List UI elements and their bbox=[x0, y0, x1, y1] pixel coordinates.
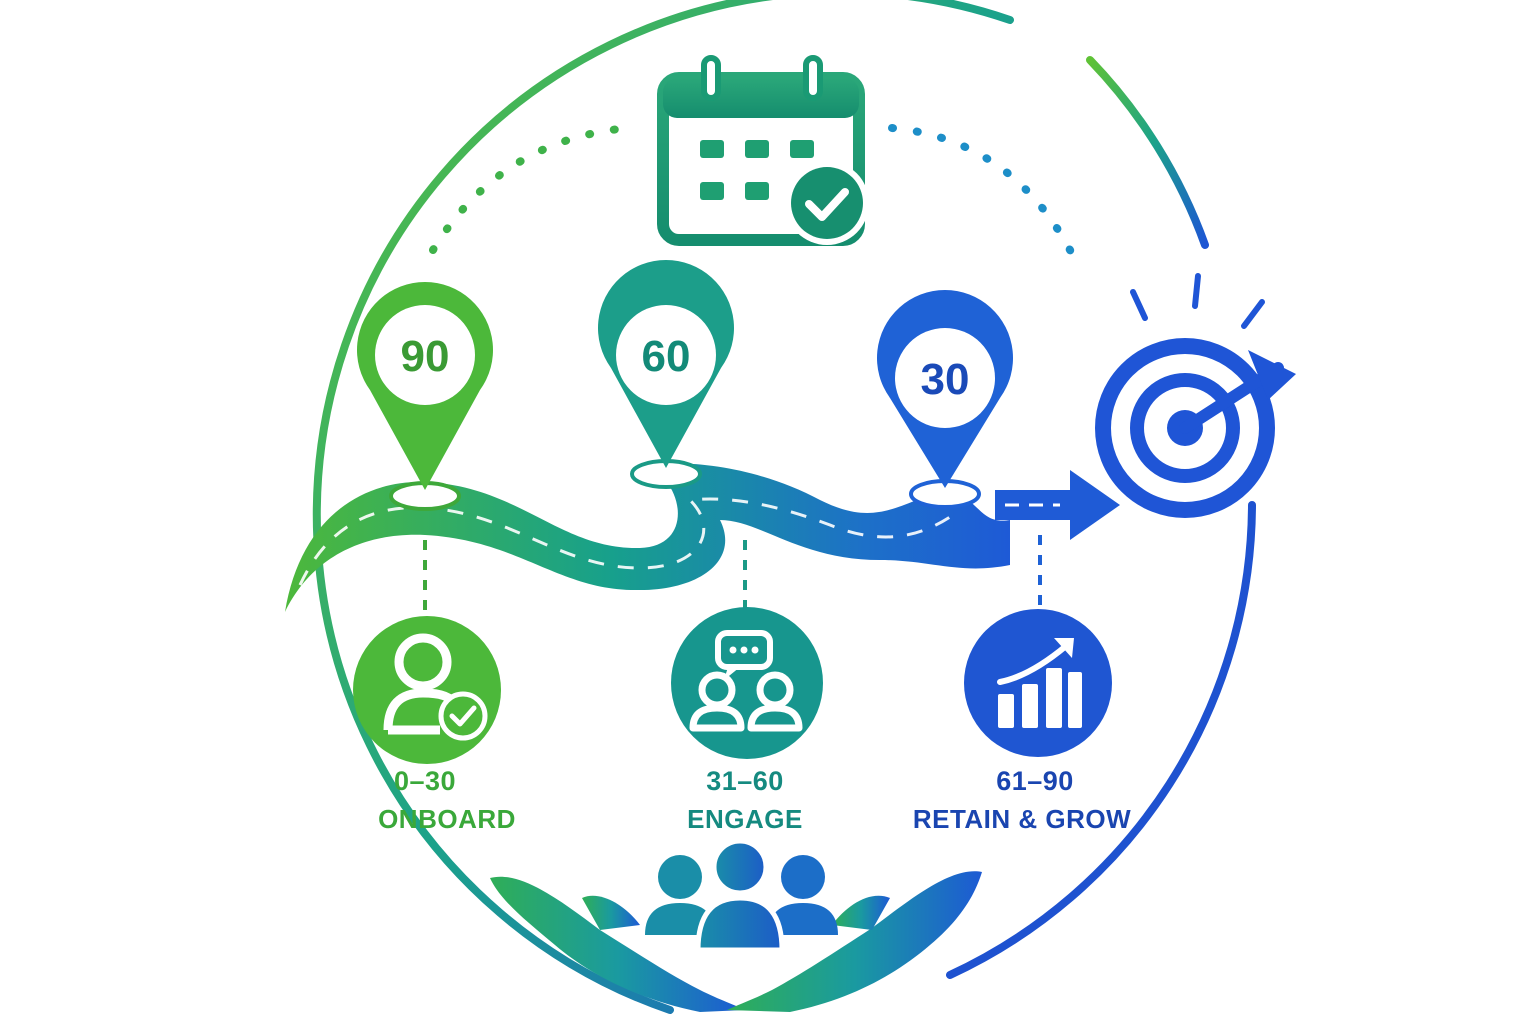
pin-label-90: 90 bbox=[401, 332, 450, 381]
stage-range-retain: 61–90 bbox=[996, 766, 1074, 796]
outer-ring-right bbox=[1086, 56, 1209, 249]
outer-ring bbox=[312, 0, 1014, 1014]
stage-range-onboard: 0–30 bbox=[394, 766, 456, 796]
outer-ring-lower-right bbox=[946, 501, 1256, 979]
stage-name-onboard: ONBOARD bbox=[378, 804, 516, 834]
user-check-icon bbox=[353, 616, 501, 764]
map-pin-90: 90 bbox=[357, 282, 493, 511]
people-chat-icon bbox=[671, 607, 823, 759]
dotted-arc-right bbox=[888, 124, 1084, 274]
map-pin-60: 60 bbox=[598, 260, 734, 489]
growth-chart-icon bbox=[964, 609, 1112, 757]
winding-road bbox=[285, 463, 1010, 612]
stage-range-engage: 31–60 bbox=[706, 766, 784, 796]
stage-name-engage: ENGAGE bbox=[687, 804, 803, 834]
arrow-to-target bbox=[995, 470, 1120, 540]
pin-label-30: 30 bbox=[921, 355, 970, 404]
target-arrow-icon bbox=[1095, 273, 1296, 518]
calendar-check-icon bbox=[657, 55, 869, 246]
pin-label-60: 60 bbox=[642, 332, 691, 381]
stage-name-retain: RETAIN & GROW bbox=[913, 804, 1131, 834]
dotted-arc-left bbox=[429, 124, 632, 254]
map-pin-30: 30 bbox=[877, 290, 1013, 509]
hands-holding-people-icon bbox=[490, 838, 982, 1012]
